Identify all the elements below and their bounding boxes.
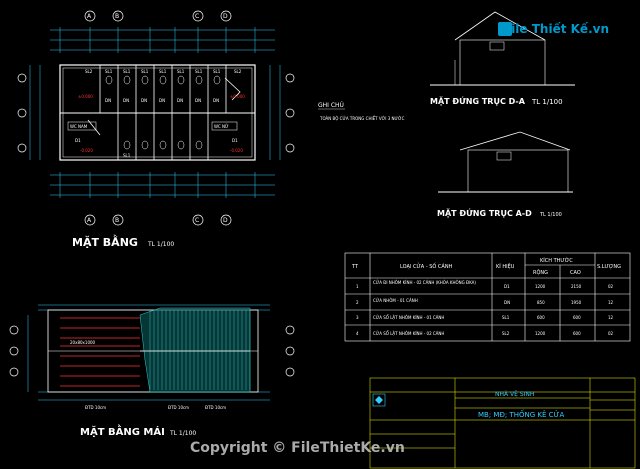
door-tag: SL2 bbox=[234, 69, 242, 74]
table-cell: 600 bbox=[573, 331, 581, 336]
plan-title: MẶT BẰNG bbox=[72, 234, 138, 249]
table-header-width: RỘNG bbox=[533, 269, 548, 276]
table-cell: CỬA NHÔM - 01 CÁNH bbox=[373, 298, 418, 303]
door-tag: SL1 bbox=[195, 69, 203, 74]
door-tag: D1 bbox=[232, 138, 238, 143]
door-tag: SL1 bbox=[141, 69, 149, 74]
level-mark: -0.020 bbox=[80, 148, 93, 153]
table-cell: 12 bbox=[608, 300, 614, 305]
level-mark: ±0.000 bbox=[78, 94, 93, 99]
door-tag: SL1 bbox=[123, 69, 131, 74]
table-cell: 12 bbox=[608, 315, 614, 320]
table-cell: SL2 bbox=[502, 331, 510, 336]
table-header-size: KÍCH THƯỚC bbox=[540, 257, 573, 264]
drawing-name: MB; MĐ; THỐNG KÊ CỬA bbox=[478, 409, 565, 419]
watermark-top-text: File Thiết Kế.vn bbox=[503, 22, 609, 36]
door-tag: SL1 bbox=[105, 69, 113, 74]
door-tag: SL1 bbox=[159, 69, 167, 74]
door-tag: SL2 bbox=[85, 69, 93, 74]
table-cell: 850 bbox=[537, 300, 545, 305]
door-tag: DN bbox=[195, 98, 201, 103]
table-cell: 1950 bbox=[571, 300, 582, 305]
roof-plan: 20x80x1000 ĐTD 10cm ĐTD 10cm ĐTD 10cm MẶ… bbox=[9, 304, 295, 438]
company-logo-mark bbox=[372, 393, 386, 407]
elevation-da-title: MẶT ĐỨNG TRỤC D-A bbox=[430, 95, 526, 106]
roof-rafters bbox=[60, 317, 140, 387]
roof-label: ĐTD 10cm bbox=[168, 405, 189, 410]
table-cell: 2150 bbox=[571, 284, 582, 289]
axis-label: A bbox=[87, 217, 92, 224]
axis-label: C bbox=[195, 13, 199, 20]
table-cell: CỬA SỔ LẬT NHÔM KÍNH - 01 CÁNH bbox=[373, 315, 444, 320]
table-cell: 1 bbox=[356, 284, 359, 289]
room-label: WC NỮ bbox=[214, 124, 229, 129]
table-header-type: LOẠI CỬA - SỐ CÁNH bbox=[400, 262, 453, 270]
elevation-ad: MẶT ĐỨNG TRỤC A-D TL 1/100 bbox=[437, 131, 573, 218]
table-cell: 2 bbox=[356, 300, 359, 305]
table-cell: 600 bbox=[537, 315, 545, 320]
roof-label: ĐTD 10cm bbox=[205, 405, 226, 410]
roof-label: 20x80x1000 bbox=[70, 340, 96, 345]
door-tag: DN bbox=[159, 98, 165, 103]
door-tag: SL1 bbox=[123, 153, 131, 158]
door-tag: DN bbox=[123, 98, 129, 103]
door-tag: DN bbox=[141, 98, 147, 103]
elevation-ad-title: MẶT ĐỨNG TRỤC A-D bbox=[437, 207, 532, 218]
table-cell: CỬA ĐI NHÔM KÍNH - 02 CÁNH (KHÓA KHÔNG Đ… bbox=[373, 280, 476, 285]
elevation-ad-scale: TL 1/100 bbox=[539, 212, 562, 218]
table-cell: 600 bbox=[573, 315, 581, 320]
table-header-qty: S.LƯỢNG bbox=[597, 264, 621, 270]
elevation-da: MẶT ĐỨNG TRỤC D-A TL 1/100 bbox=[430, 11, 575, 106]
table-cell: 1200 bbox=[535, 331, 546, 336]
table-cell: DN bbox=[504, 300, 510, 305]
note-text: TOÀN BỘ CỬA TRONG CHIẾT VỚI 3 NƯỚC bbox=[319, 115, 405, 121]
axis-label: A bbox=[87, 13, 92, 20]
note-title: GHI CHÚ bbox=[318, 102, 344, 109]
table-cell: 3 bbox=[356, 315, 359, 320]
table-cell: 4 bbox=[356, 331, 359, 336]
plan-axis-bubbles-top bbox=[84, 10, 232, 226]
project-name: NHÀ VỆ SINH bbox=[495, 390, 534, 398]
axis-label: D bbox=[223, 13, 228, 20]
door-tag: DN bbox=[213, 98, 219, 103]
roof-plan-title: MẶT BẰNG MÁI bbox=[80, 423, 165, 438]
table-cell: 02 bbox=[608, 331, 614, 336]
door-tag: SL1 bbox=[213, 69, 221, 74]
table-cell: SL1 bbox=[502, 315, 510, 320]
toilet-fixtures bbox=[105, 75, 221, 150]
plan-scale: TL 1/100 bbox=[147, 241, 174, 248]
table-cell: 02 bbox=[608, 284, 614, 289]
level-mark: -0.020 bbox=[230, 148, 243, 153]
title-block bbox=[369, 377, 636, 469]
door-tag: DN bbox=[105, 98, 111, 103]
axis-label: B bbox=[115, 217, 119, 224]
file-icon bbox=[498, 22, 512, 36]
floor-plan: A B C D A B C D bbox=[17, 10, 295, 249]
roof-label: ĐTD 10cm bbox=[85, 405, 106, 410]
axis-label: B bbox=[115, 13, 119, 20]
table-header-height: CAO bbox=[570, 270, 581, 276]
stall-partitions bbox=[99, 65, 227, 160]
table-header-code: KÍ HIỆU bbox=[496, 262, 515, 270]
note-block: GHI CHÚ TOÀN BỘ CỬA TRONG CHIẾT VỚI 3 NƯ… bbox=[318, 102, 405, 121]
table-cell: 1200 bbox=[535, 284, 546, 289]
watermark-bottom-text: Copyright © FileThietKe.vn bbox=[190, 440, 405, 456]
table-header-tt: TT bbox=[351, 264, 359, 270]
door-tag: DN bbox=[177, 98, 183, 103]
watermark-top: File Thiết Kế.vn bbox=[498, 22, 609, 36]
elevation-da-scale: TL 1/100 bbox=[531, 98, 563, 106]
table-cell: CỬA SỔ LẬT NHÔM KÍNH - 02 CÁNH bbox=[373, 331, 444, 336]
door-schedule-table bbox=[344, 252, 631, 342]
axis-label: D bbox=[223, 217, 228, 224]
table-cell: D1 bbox=[504, 284, 510, 289]
door-tag: SL1 bbox=[177, 69, 185, 74]
room-label: WC NAM bbox=[70, 124, 88, 129]
plan-dimension-lines bbox=[29, 29, 281, 196]
door-tag: D1 bbox=[75, 138, 81, 143]
level-mark: ±0.000 bbox=[230, 94, 245, 99]
roof-plan-scale: TL 1/100 bbox=[169, 430, 196, 437]
roof-sheet-hatch bbox=[139, 307, 251, 393]
axis-label: C bbox=[195, 217, 199, 224]
